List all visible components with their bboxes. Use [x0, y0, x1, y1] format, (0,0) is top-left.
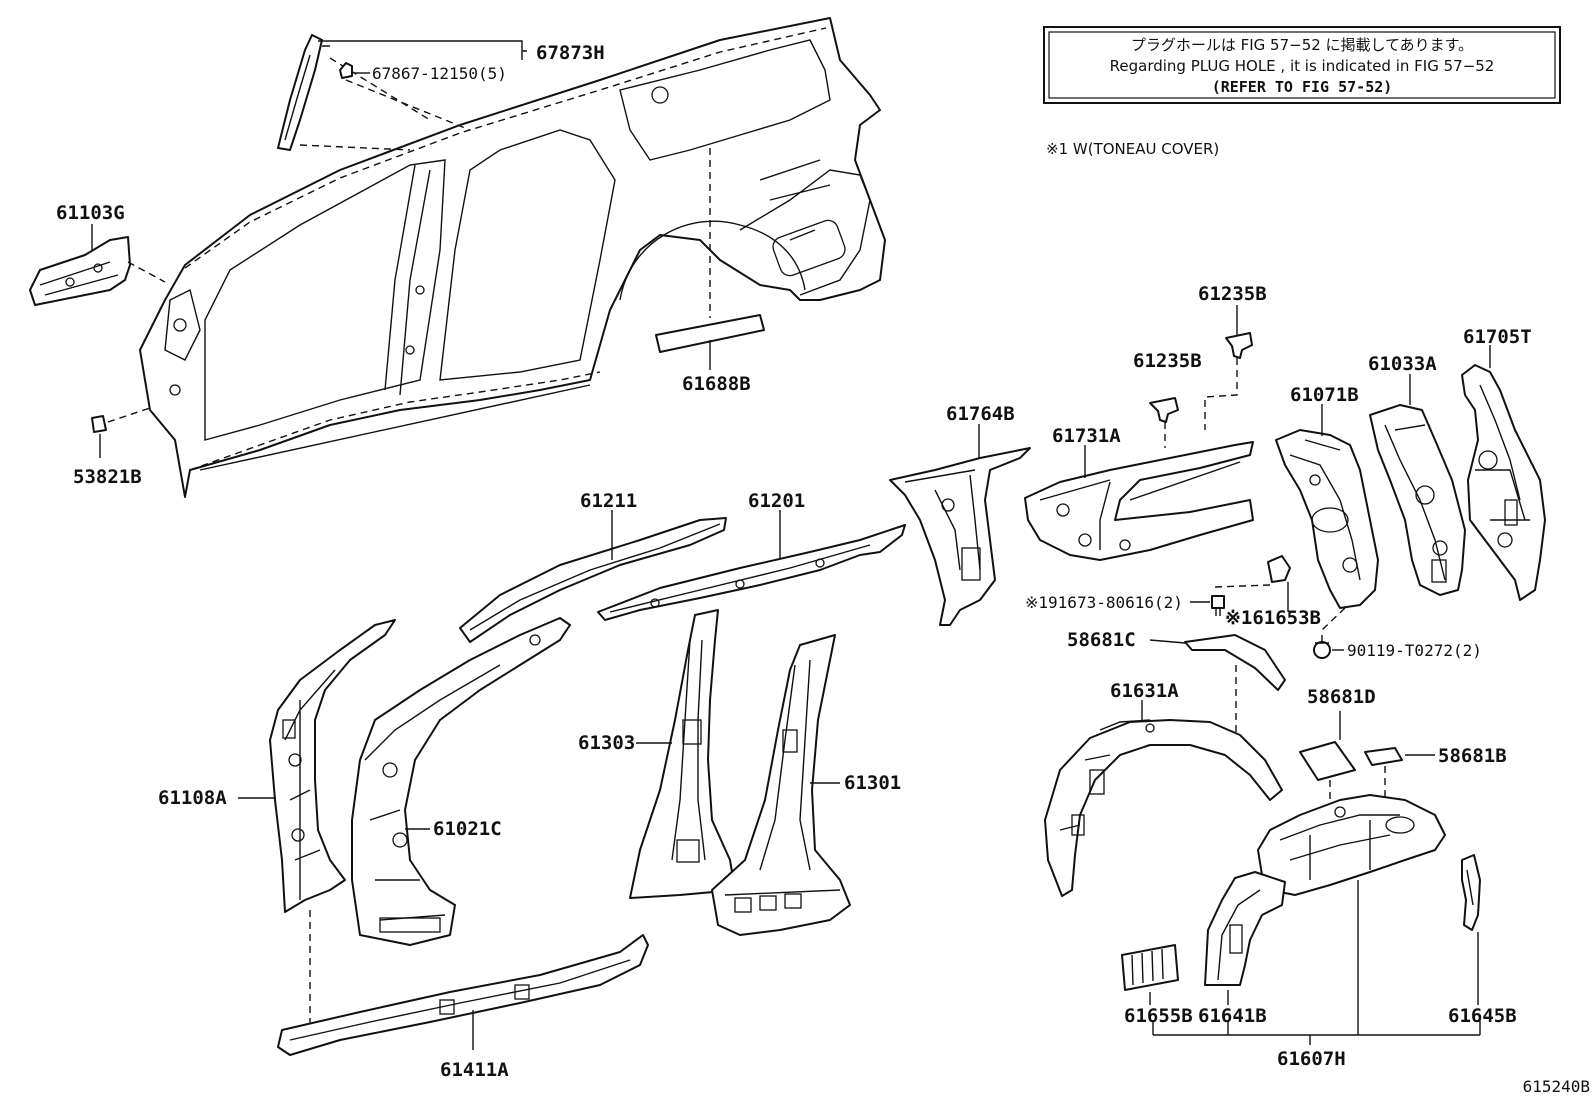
label-61301: 61301 — [844, 772, 901, 794]
label-61071B: 61071B — [1290, 384, 1359, 406]
part-191673: ※191673-80616(2) — [1025, 593, 1225, 616]
label-58681B: 58681B — [1438, 745, 1507, 767]
label-61021C: 61021C — [433, 818, 502, 840]
note-box-outer — [1043, 26, 1561, 104]
part-61705T: 61705T — [1461, 326, 1546, 601]
label-61411A: 61411A — [440, 1059, 509, 1081]
label-58681C: 58681C — [1067, 629, 1136, 651]
part-58681D: 58681D — [1299, 686, 1376, 820]
label-61201: 61201 — [748, 490, 805, 512]
note-line-en: Regarding PLUG HOLE , it is indicated in… — [1110, 57, 1495, 75]
footnote-tonneau: ※1 W(TONEAU COVER) — [1046, 140, 1219, 158]
part-61303: 61303 — [578, 609, 736, 899]
side-panel-outer — [139, 17, 886, 498]
label-61731A: 61731A — [1052, 425, 1121, 447]
part-61235B-top: 61235B — [1198, 283, 1267, 430]
part-61071B: 61071B — [1275, 384, 1379, 631]
label-61631A: 61631A — [1110, 680, 1179, 702]
note-box: プラグホールは FIG 57−52 に掲載してあります。 Regarding P… — [1043, 26, 1561, 104]
label-61235B-mid: 61235B — [1133, 350, 1202, 372]
part-61301: 61301 — [711, 634, 901, 936]
label-58681D: 58681D — [1307, 686, 1376, 708]
label-61653B: ※161653B — [1225, 607, 1321, 629]
label-61211: 61211 — [580, 490, 637, 512]
label-61607H: 61607H — [1277, 1048, 1346, 1070]
label-61688B: 61688B — [682, 373, 751, 395]
label-61303: 61303 — [578, 732, 635, 754]
label-61033A: 61033A — [1368, 353, 1437, 375]
part-61108A: 61108A — [158, 619, 396, 1025]
part-61653B: ※161653B — [1214, 555, 1321, 629]
note-box-inner — [1048, 31, 1556, 99]
label-67873H: 67873H — [536, 42, 605, 64]
label-90119: 90119-T0272(2) — [1347, 641, 1482, 660]
label-61103G: 61103G — [56, 202, 125, 224]
part-61607H: 61607H — [1152, 794, 1481, 1070]
part-58681B: 58681B — [1364, 745, 1507, 810]
part-61201: 61201 — [597, 490, 906, 621]
part-90119: 90119-T0272(2) — [1313, 635, 1482, 660]
part-61631A: 61631A — [1044, 680, 1283, 897]
part-58681C: 58681C — [1067, 629, 1286, 740]
label-61705T: 61705T — [1463, 326, 1532, 348]
label-53821B: 53821B — [73, 466, 142, 488]
label-61641B: 61641B — [1198, 1005, 1267, 1027]
label-67867: 67867-12150(5) — [372, 64, 507, 83]
label-191673: ※191673-80616(2) — [1025, 593, 1183, 612]
label-61764B: 61764B — [946, 403, 1015, 425]
part-61641B: 61641B — [1198, 871, 1286, 1027]
part-61235B-mid: 61235B — [1133, 350, 1202, 448]
label-61235B-top: 61235B — [1198, 283, 1267, 305]
note-line-refer: (REFER TO FIG 57-52) — [1212, 78, 1393, 96]
part-61731A: 61731A — [1024, 425, 1254, 561]
note-line-jp: プラグホールは FIG 57−52 に掲載してあります。 — [1131, 36, 1473, 54]
part-61103G: 61103G — [29, 202, 166, 306]
part-61411A: 61411A — [277, 934, 649, 1081]
part-61021C: 61021C — [351, 617, 571, 946]
part-67867: 67867-12150(5) — [339, 62, 507, 131]
part-53821B: 53821B — [73, 407, 151, 488]
label-61655B: 61655B — [1124, 1005, 1193, 1027]
part-61645B: 61645B — [1448, 854, 1517, 1027]
part-61655B: 61655B — [1121, 944, 1193, 1027]
part-61211: 61211 — [459, 490, 727, 643]
part-61033A: 61033A — [1368, 353, 1466, 596]
label-61108A: 61108A — [158, 787, 227, 809]
figure-id: 615240B — [1523, 1077, 1590, 1096]
part-61688B: 61688B — [655, 148, 765, 395]
label-61645B: 61645B — [1448, 1005, 1517, 1027]
part-61764B: 61764B — [889, 403, 1031, 626]
part-67873H: 67873H — [277, 34, 605, 151]
